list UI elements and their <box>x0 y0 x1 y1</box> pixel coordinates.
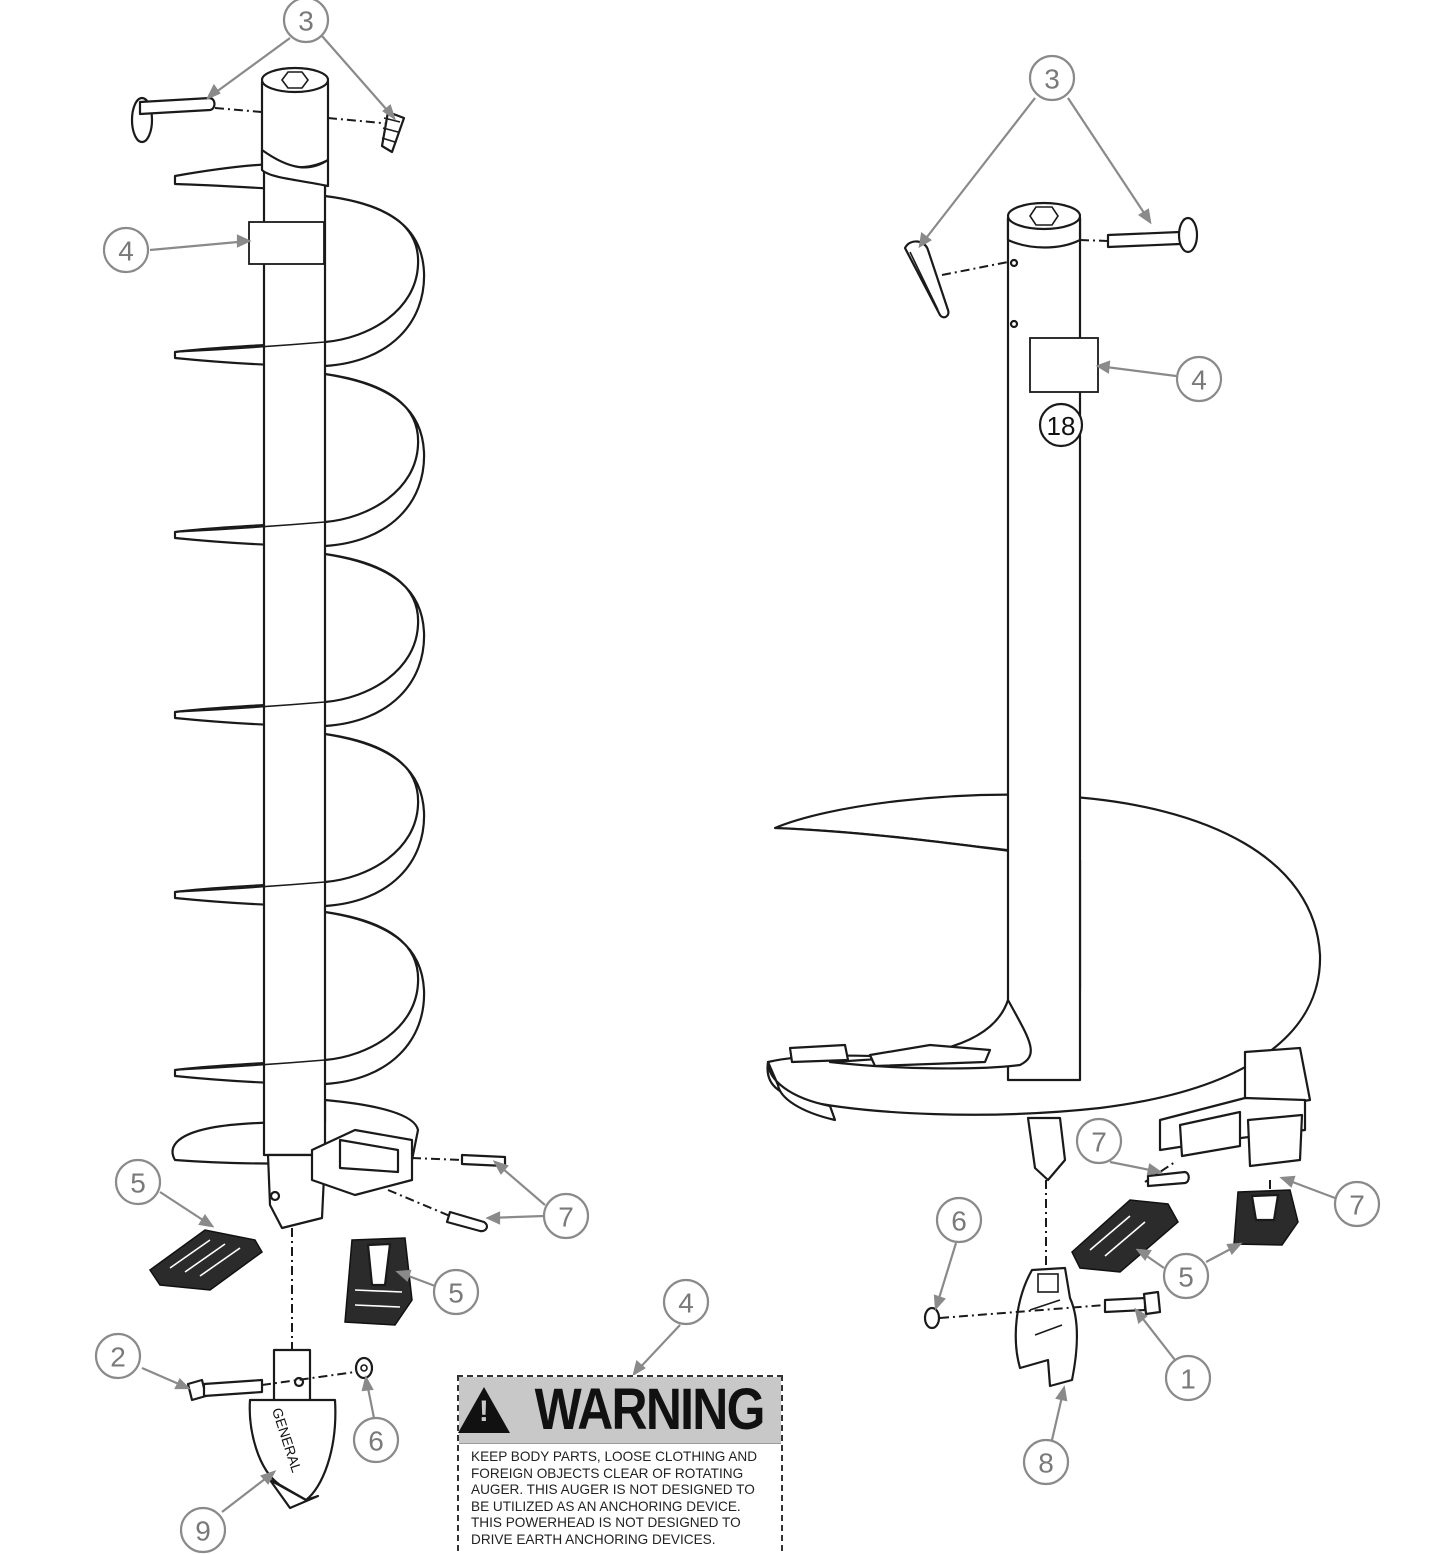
svg-text:8: 8 <box>1038 1448 1054 1479</box>
left-pilot-bit: GENERAL <box>248 1348 337 1510</box>
right-nut <box>923 1306 941 1330</box>
left-decal <box>248 221 325 265</box>
left-nut <box>354 1356 374 1380</box>
svg-text:7: 7 <box>1091 1127 1107 1158</box>
svg-text:7: 7 <box>1349 1190 1365 1221</box>
warning-triangle-icon <box>457 1387 510 1433</box>
svg-text:5: 5 <box>1178 1262 1194 1293</box>
warning-line: KEEP BODY PARTS, LOOSE CLOTHING AND <box>471 1449 758 1464</box>
callout-6-left: 6 <box>352 1416 400 1464</box>
size-mark: 18 <box>1047 411 1076 441</box>
warning-line: AUGER. THIS AUGER IS NOT DESIGNED TO <box>471 1482 755 1498</box>
right-bolt <box>1103 1290 1162 1316</box>
left-lynch-pin <box>327 110 406 154</box>
right-lynch-pin <box>903 240 1009 319</box>
callout-3-left: 3 <box>282 0 330 44</box>
svg-text:6: 6 <box>368 1426 384 1457</box>
left-tooth-a <box>148 1229 263 1291</box>
svg-text:2: 2 <box>110 1342 126 1373</box>
callout-6-right: 6 <box>935 1196 983 1244</box>
svg-text:3: 3 <box>298 6 314 37</box>
leader-lines <box>141 35 1336 1513</box>
callout-7-right-b: 7 <box>1333 1180 1381 1228</box>
svg-text:6: 6 <box>951 1206 967 1237</box>
callout-4-warning: 4 <box>662 1278 710 1326</box>
callout-9-left: 9 <box>179 1506 227 1554</box>
callout-5-left-b: 5 <box>432 1268 480 1316</box>
size-mark-circle <box>1038 402 1084 448</box>
svg-text:4: 4 <box>678 1288 694 1319</box>
warning-line: BE UTILIZED AS AN ANCHORING DEVICE. <box>471 1498 741 1514</box>
svg-text:3: 3 <box>1044 64 1060 95</box>
right-hex-collar <box>1006 201 1082 329</box>
left-bolt <box>186 1371 356 1402</box>
svg-text:1: 1 <box>1180 1364 1196 1395</box>
right-decal <box>1029 337 1099 393</box>
callout-8-right: 8 <box>1022 1438 1070 1486</box>
svg-text:4: 4 <box>118 236 134 267</box>
left-auger-assembly: GENERAL <box>130 66 507 1510</box>
callout-5-right: 5 <box>1162 1252 1210 1300</box>
right-tooth-b <box>1233 1189 1299 1246</box>
warning-text: KEEP BODY PARTS, LOOSE CLOTHING AND FORE… <box>459 1444 781 1549</box>
warning-line: DRIVE EARTH ANCHORING DEVICES. <box>471 1531 716 1547</box>
svg-text:5: 5 <box>130 1168 146 1199</box>
left-cross-pin <box>130 96 263 144</box>
warning-title: WARNING <box>534 1377 765 1442</box>
left-cutting-head <box>266 1128 507 1350</box>
right-flight-teeth <box>788 1043 1312 1168</box>
svg-text:9: 9 <box>195 1516 211 1547</box>
right-auger-assembly: 18 <box>766 201 1322 1388</box>
left-tooth-b <box>344 1237 413 1326</box>
warning-header: WARNING <box>457 1377 781 1444</box>
callout-5-left-a: 5 <box>114 1158 162 1206</box>
callout-7-left: 7 <box>542 1192 590 1240</box>
warning-line: THIS POWERHEAD IS NOT DESIGNED TO <box>471 1515 741 1531</box>
left-hex-collar <box>260 66 330 188</box>
warning-line: FOREIGN OBJECTS CLEAR OF ROTATING <box>471 1465 744 1481</box>
callout-1-right: 1 <box>1164 1354 1212 1402</box>
callout-3-right: 3 <box>1028 54 1076 102</box>
right-cross-pin <box>1079 216 1199 254</box>
svg-text:5: 5 <box>448 1278 464 1309</box>
callout-2-left: 2 <box>94 1332 142 1380</box>
callout-4-right: 4 <box>1175 355 1223 403</box>
right-pilot-bit <box>1014 1266 1079 1388</box>
left-auger-tube <box>262 168 327 1157</box>
svg-text:7: 7 <box>558 1202 574 1233</box>
callout-7-right-a: 7 <box>1075 1117 1123 1165</box>
warning-decal: WARNING KEEP BODY PARTS, LOOSE CLOTHING … <box>457 1375 783 1551</box>
right-tooth-a <box>1071 1199 1179 1273</box>
callout-4-left: 4 <box>102 226 150 274</box>
svg-text:4: 4 <box>1191 365 1207 396</box>
